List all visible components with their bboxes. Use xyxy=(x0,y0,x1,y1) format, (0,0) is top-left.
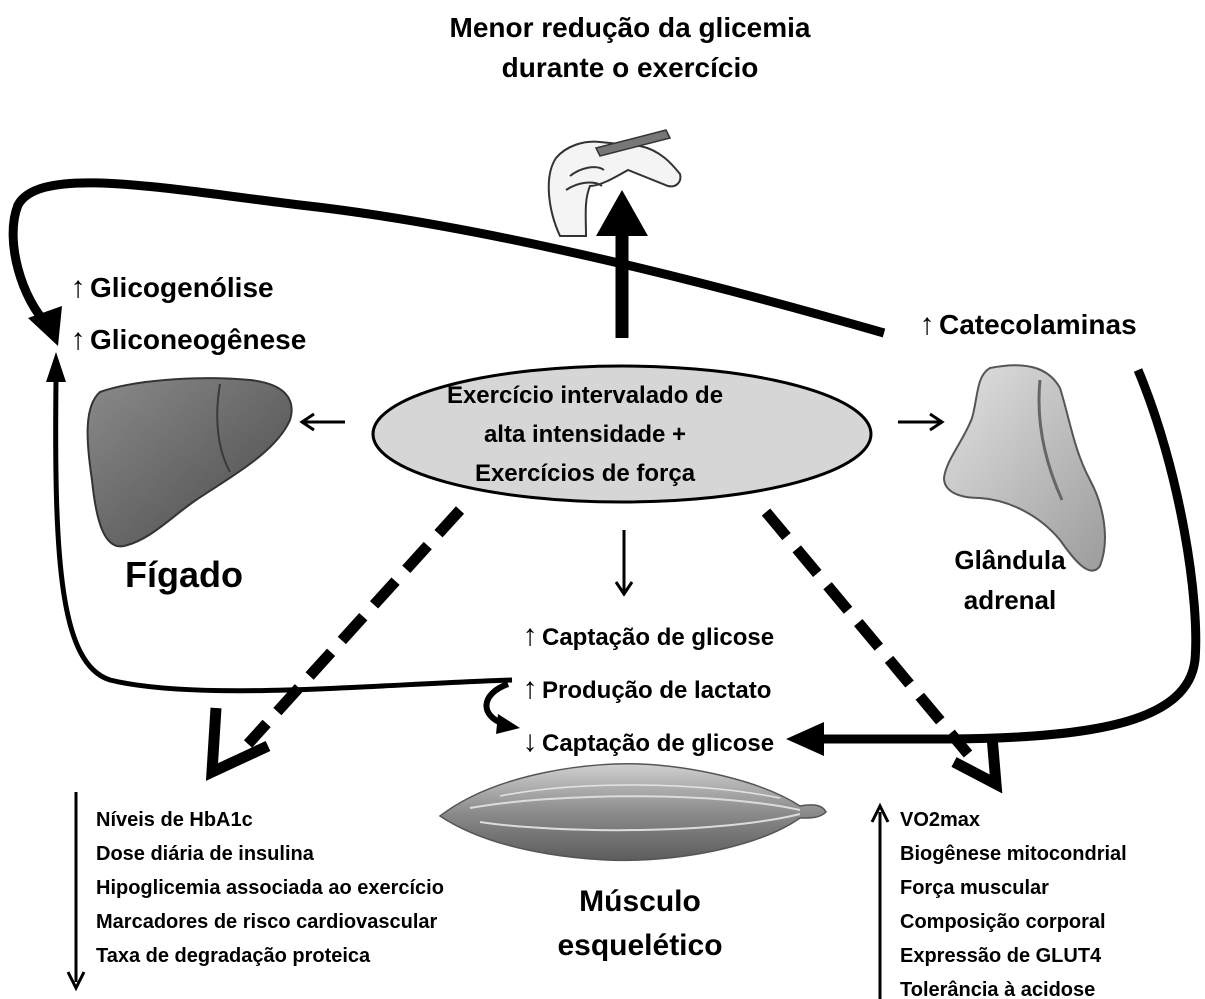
arrow-to-muscle-effects-head xyxy=(614,581,634,597)
liver-effect-item: ↑Glicogenólise xyxy=(66,262,306,314)
arrow-catecholamines-to-liver-head xyxy=(28,306,62,346)
increase-arrow-head xyxy=(870,802,890,823)
center-label: Exercício intervalado de alta intensidad… xyxy=(395,376,775,493)
increased-outcome-item: Expressão de GLUT4 xyxy=(900,945,1102,967)
glycemia-title-line1: Menor redução da glicemia xyxy=(449,12,811,43)
decreased-outcome-item: Marcadores de risco cardiovascular xyxy=(96,911,438,933)
dashed-arrow-to-decreased xyxy=(243,506,465,748)
arrow-catecholamines-to-muscle-head xyxy=(786,722,824,756)
decrease-arrow-head xyxy=(66,971,86,992)
increased-outcomes-list: VO2max Biogênese mitocondrial Força musc… xyxy=(900,803,1127,999)
muscle-effect-label: Produção de lactato xyxy=(542,677,772,704)
arrow-to-adrenal-head xyxy=(929,412,945,432)
decreased-outcome-item: Taxa de degradação proteica xyxy=(96,945,371,967)
arrow-lactate-to-uptake-head xyxy=(496,714,520,734)
arrow-to-liver-head xyxy=(299,412,315,432)
muscle-effect-label: Captação de glicose xyxy=(542,730,775,757)
catecholamines-text: Catecolaminas xyxy=(939,309,1137,340)
liver-effects: ↑Glicogenólise ↑Gliconeogênese xyxy=(66,262,307,366)
muscle-effect-item: ↓Captação de glicose xyxy=(518,716,775,769)
decreased-outcome-item: Hipoglicemia associada ao exercício xyxy=(96,877,444,899)
dashed-arrow-to-decreased-head xyxy=(205,707,271,781)
decreased-outcome-item: Níveis de HbA1c xyxy=(96,809,253,831)
adrenal-label-line2: adrenal xyxy=(963,585,1057,615)
down-arrow-icon: ↓ xyxy=(522,725,538,758)
arrow-lactate-to-uptake xyxy=(483,681,510,727)
up-arrow-icon: ↑ xyxy=(70,323,86,356)
muscle-label-line1: Músculo xyxy=(579,885,701,918)
increased-outcome-item: Força muscular xyxy=(900,877,1049,899)
center-ellipse xyxy=(371,364,873,504)
increased-outcome-item: Composição corporal xyxy=(900,911,1106,933)
muscle-effect-label: Captação de glicose xyxy=(542,624,775,651)
glycemia-title: Menor redução da glicemia durante o exer… xyxy=(330,8,930,88)
liver-icon xyxy=(86,377,293,548)
muscle-label: Músculo esquelético xyxy=(540,880,740,968)
muscle-effect-item: ↑Produção de lactato xyxy=(518,663,774,716)
glycemia-title-line2: durante o exercício xyxy=(501,52,759,83)
muscle-effect-item: ↑Captação de glicose xyxy=(518,610,775,663)
increased-outcome-item: VO2max xyxy=(900,809,981,831)
center-line2: alta intensidade + xyxy=(483,421,687,448)
liver-effect-label: Gliconeogênese xyxy=(90,324,307,355)
catecholamines-label: ↑Catecolaminas xyxy=(915,305,1137,345)
adrenal-label: Glândula adrenal xyxy=(940,540,1080,620)
up-arrow-icon: ↑ xyxy=(70,271,86,304)
center-line1: Exercício intervalado de xyxy=(446,382,724,409)
up-arrow-icon: ↑ xyxy=(919,308,935,341)
increased-outcome-item: Tolerância à acidose xyxy=(900,979,1096,999)
arrow-up-head xyxy=(596,190,648,236)
muscle-effects: ↑Captação de glicose ↑Produção de lactat… xyxy=(518,610,775,769)
arrow-catecholamines-to-muscle xyxy=(816,368,1201,744)
dashed-arrow-to-increased xyxy=(761,508,973,758)
adrenal-gland-icon xyxy=(942,364,1106,572)
arrow-lactate-to-liver xyxy=(53,379,513,694)
arrow-catecholamines-to-liver xyxy=(8,178,886,338)
hand-finger-prick-icon xyxy=(547,129,682,237)
arrow-lactate-to-liver-head xyxy=(46,352,66,382)
liver-effect-label: Glicogenólise xyxy=(90,272,274,303)
adrenal-label-line1: Glândula xyxy=(954,545,1066,575)
decreased-outcomes-list: Níveis de HbA1c Dose diária de insulina … xyxy=(96,803,444,973)
decreased-outcome-item: Dose diária de insulina xyxy=(96,843,314,865)
liver-effect-item: ↑Gliconeogênese xyxy=(66,314,307,366)
up-arrow-icon: ↑ xyxy=(522,672,538,705)
dashed-arrow-to-increased-head xyxy=(951,735,1003,794)
muscle-label-line2: esquelético xyxy=(557,929,723,962)
liver-label: Fígado xyxy=(125,554,243,595)
increased-outcome-item: Biogênese mitocondrial xyxy=(900,843,1127,865)
muscle-icon xyxy=(438,762,827,862)
up-arrow-icon: ↑ xyxy=(522,619,538,652)
center-line3: Exercícios de força xyxy=(474,460,696,487)
